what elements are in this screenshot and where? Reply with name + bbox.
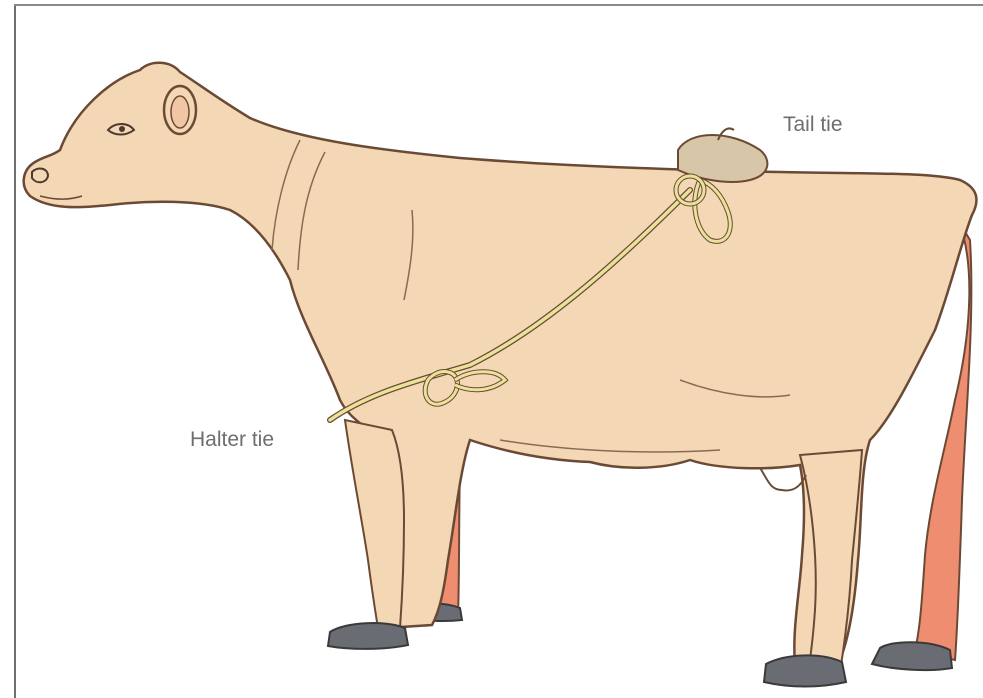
pupil [119,126,125,132]
far-hind-hoof [872,642,952,670]
halter-tie-label: Halter tie [190,428,274,452]
udder [760,468,806,490]
ear-inner [171,96,189,128]
near-front-leg [345,420,404,628]
near-hind-hoof [764,655,846,686]
near-front-hoof [328,623,408,649]
tail-tie-label: Tail tie [783,113,843,137]
